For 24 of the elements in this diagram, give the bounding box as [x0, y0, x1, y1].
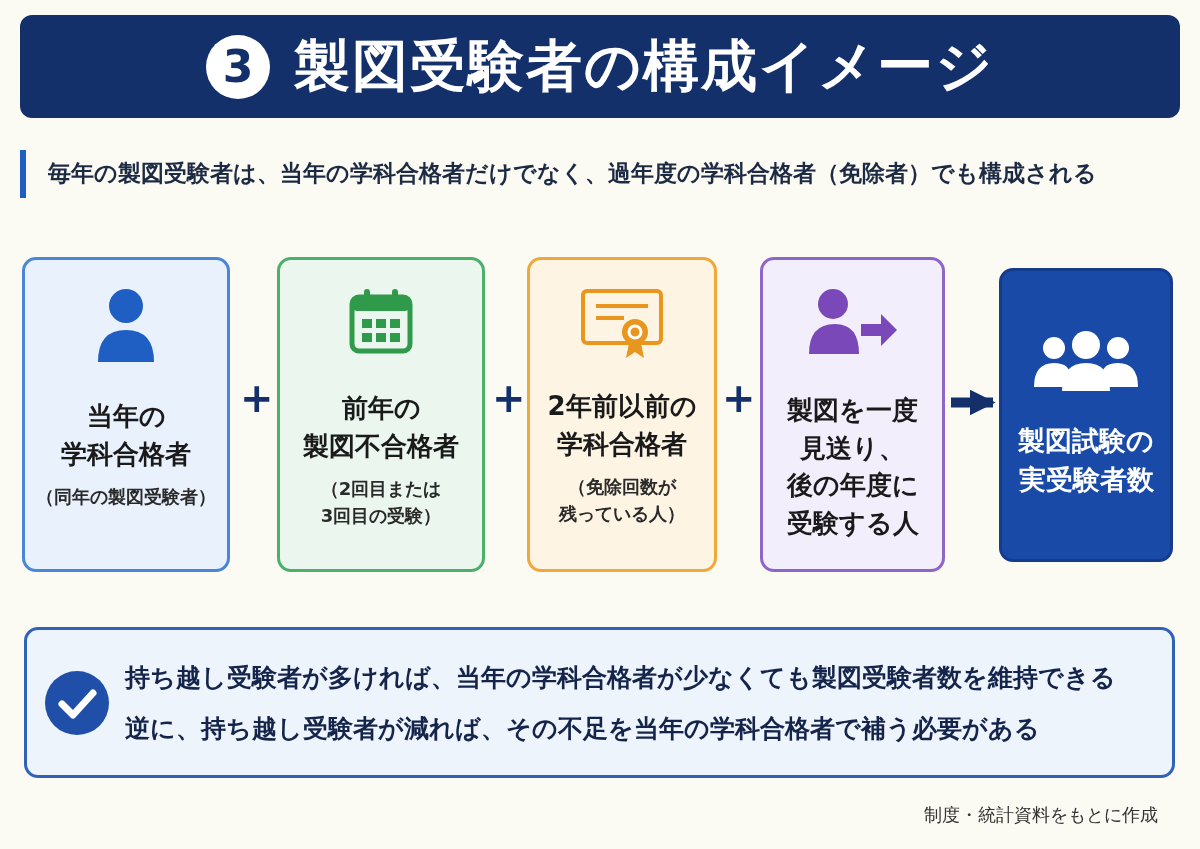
card-heading: 2年前以前の学科合格者 — [547, 390, 697, 461]
category-card — [22, 257, 230, 572]
note-text: 持ち越し受験者が多ければ、当年の学科合格者が少なくても製図受験者数を維持できる — [125, 661, 1117, 694]
card-heading: 前年の製図不合格者 — [303, 392, 459, 463]
category-card — [760, 257, 945, 572]
step-number: 3 — [206, 34, 270, 99]
plus-sign: + — [722, 375, 756, 421]
card-heading: 製図を一度見送り、後の年度に受験する人 — [786, 394, 919, 541]
arrow — [951, 389, 996, 416]
total-card — [999, 268, 1173, 562]
title: 製図受験者の構成イメージ — [294, 31, 994, 100]
card-note: （2回目または3回目の受験） — [320, 477, 442, 529]
plus-sign: + — [240, 375, 274, 421]
note-box — [24, 627, 1175, 778]
card-note: （免除回数が残っている人） — [559, 475, 685, 527]
category-card — [277, 257, 485, 572]
card-heading: 当年の学科合格者 — [61, 400, 191, 471]
card-note: （同年の製図受験者） — [36, 485, 216, 510]
source-note: 制度・統計資料をもとに作成 — [924, 803, 1158, 827]
card-heading: 製図試験の実受験者数 — [1018, 423, 1154, 497]
category-card — [527, 257, 717, 572]
subtitle: 毎年の製図受験者は、当年の学科合格者だけでなく、過年度の学科合格者（免除者）でも構成される — [48, 159, 1097, 188]
note-text: 逆に、持ち越し受験者が減れば、その不足を当年の学科合格者で補う必要がある — [125, 712, 1041, 745]
plus-sign: + — [492, 375, 526, 421]
